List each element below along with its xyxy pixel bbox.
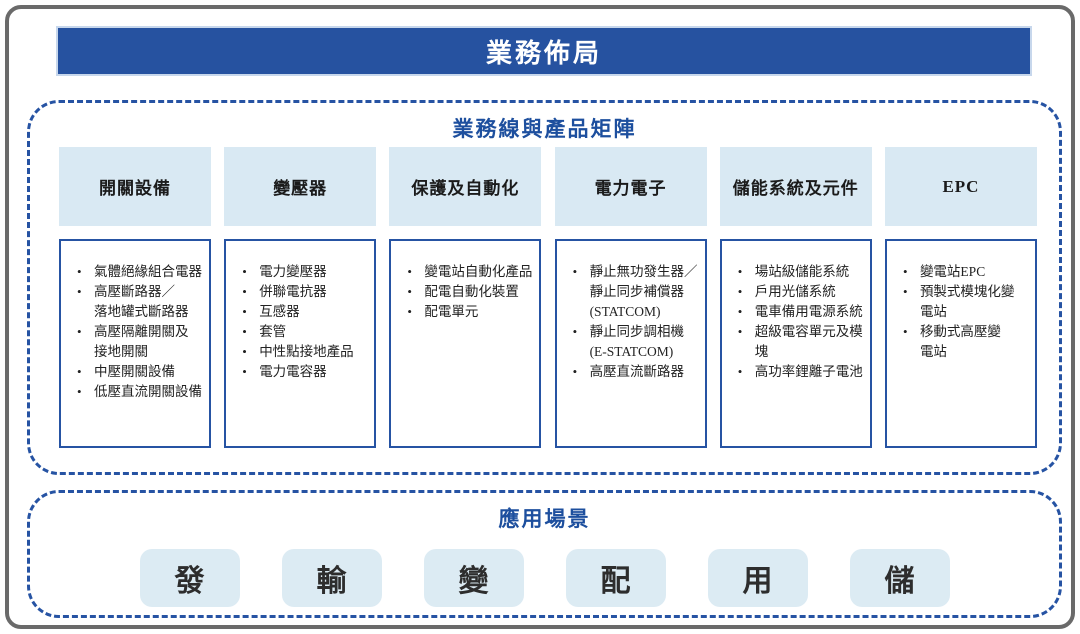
product-item: 電力變壓器 (226, 262, 370, 282)
column-header: 儲能系統及元件 (719, 147, 872, 226)
business-line-column: 變壓器 電力變壓器併聯電抗器互感器套管中性點接地產品電力電容器 (224, 147, 377, 448)
banner-title: 業務佈局 (485, 38, 602, 68)
product-item: 氣體絕緣組合電器 (61, 262, 205, 282)
product-list: 場站級儲能系統戶用光儲系統電車備用電源系統超級電容單元及模塊高功率鋰離子電池 (722, 262, 866, 382)
product-item: 場站級儲能系統 (722, 262, 866, 282)
product-list: 變電站EPC預製式模塊化變 電站移動式高壓變 電站 (887, 262, 1031, 362)
product-item: 低壓直流開關設備 (61, 382, 205, 402)
business-line-column: EPC 變電站EPC預製式模塊化變 電站移動式高壓變 電站 (884, 147, 1037, 448)
product-box: 變電站自動化產品配電自動化裝置配電單元 (389, 239, 542, 448)
business-line-column: 儲能系統及元件 場站級儲能系統戶用光儲系統電車備用電源系統超級電容單元及模塊高功… (719, 147, 872, 448)
matrix-columns-row: 開關設備 氣體絕緣組合電器高壓斷路器／ 落地罐式斷路器高壓隔離開關及 接地開關中… (59, 147, 1037, 448)
product-matrix-section: 業務線與產品矩陣 開關設備 氣體絕緣組合電器高壓斷路器／ 落地罐式斷路器高壓隔離… (27, 100, 1062, 475)
product-item: 移動式高壓變 電站 (887, 322, 1031, 362)
product-item: 配電自動化裝置 (391, 282, 535, 302)
application-scenarios-section: 應用場景 發 輸 變 配 用 儲 (27, 490, 1062, 618)
column-header: 變壓器 (224, 147, 377, 226)
product-box: 場站級儲能系統戶用光儲系統電車備用電源系統超級電容單元及模塊高功率鋰離子電池 (719, 239, 872, 448)
product-box: 氣體絕緣組合電器高壓斷路器／ 落地罐式斷路器高壓隔離開關及 接地開關中壓開關設備… (59, 239, 211, 448)
product-item: 戶用光儲系統 (722, 282, 866, 302)
banner: 業務佈局 (56, 26, 1032, 76)
product-list: 電力變壓器併聯電抗器互感器套管中性點接地產品電力電容器 (226, 262, 370, 382)
product-item: 電力電容器 (226, 362, 370, 382)
product-box: 靜止無功發生器／ 靜止同步補償器 (STATCOM)靜止同步調相機 (E-STA… (554, 239, 707, 448)
column-header: 電力電子 (554, 147, 707, 226)
matrix-section-title: 業務線與產品矩陣 (452, 117, 637, 141)
product-item: 電車備用電源系統 (722, 302, 866, 322)
product-item: 配電單元 (391, 302, 535, 322)
product-list: 靜止無功發生器／ 靜止同步補償器 (STATCOM)靜止同步調相機 (E-STA… (557, 262, 701, 382)
scenario-box: 儲 (849, 549, 950, 607)
scenario-box: 變 (423, 549, 524, 607)
product-item: 變電站EPC (887, 262, 1031, 282)
product-item: 預製式模塊化變 電站 (887, 282, 1031, 322)
scenario-box: 配 (565, 549, 666, 607)
product-item: 高壓隔離開關及 接地開關 (61, 322, 205, 362)
business-line-column: 保護及自動化 變電站自動化產品配電自動化裝置配電單元 (389, 147, 542, 448)
product-item: 中性點接地產品 (226, 342, 370, 362)
column-header: EPC (884, 147, 1037, 226)
product-item: 高壓斷路器／ 落地罐式斷路器 (61, 282, 205, 322)
product-box: 電力變壓器併聯電抗器互感器套管中性點接地產品電力電容器 (224, 239, 377, 448)
product-item: 靜止無功發生器／ 靜止同步補償器 (STATCOM) (557, 262, 701, 322)
business-line-column: 開關設備 氣體絕緣組合電器高壓斷路器／ 落地罐式斷路器高壓隔離開關及 接地開關中… (59, 147, 211, 448)
product-item: 靜止同步調相機 (E-STATCOM) (557, 322, 701, 362)
scenario-row: 發 輸 變 配 用 儲 (30, 549, 1059, 607)
product-item: 併聯電抗器 (226, 282, 370, 302)
scenarios-section-title: 應用場景 (498, 507, 591, 531)
product-item: 中壓開關設備 (61, 362, 205, 382)
product-item: 套管 (226, 322, 370, 342)
scenario-box: 用 (707, 549, 808, 607)
column-header: 保護及自動化 (389, 147, 542, 226)
scenario-box: 輸 (281, 549, 382, 607)
product-item: 互感器 (226, 302, 370, 322)
outer-frame (5, 5, 1075, 629)
product-item: 高功率鋰離子電池 (722, 362, 866, 382)
product-list: 變電站自動化產品配電自動化裝置配電單元 (391, 262, 535, 322)
business-line-column: 電力電子 靜止無功發生器／ 靜止同步補償器 (STATCOM)靜止同步調相機 (… (554, 147, 707, 448)
product-box: 變電站EPC預製式模塊化變 電站移動式高壓變 電站 (884, 239, 1037, 448)
column-header: 開關設備 (59, 147, 211, 226)
scenario-box: 發 (139, 549, 240, 607)
product-list: 氣體絕緣組合電器高壓斷路器／ 落地罐式斷路器高壓隔離開關及 接地開關中壓開關設備… (61, 262, 205, 402)
product-item: 超級電容單元及模塊 (722, 322, 866, 362)
product-item: 變電站自動化產品 (391, 262, 535, 282)
product-item: 高壓直流斷路器 (557, 362, 701, 382)
